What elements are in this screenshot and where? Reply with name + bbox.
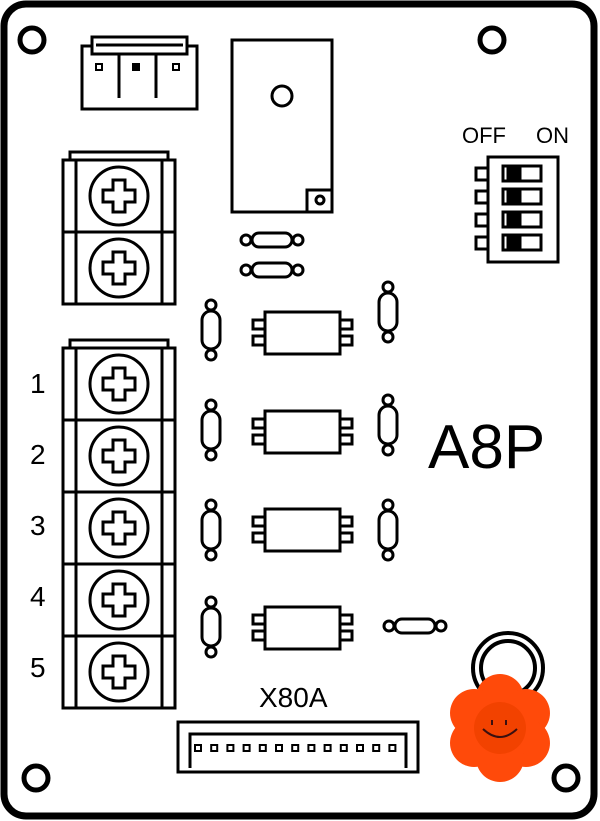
bottom-connector	[176, 720, 420, 774]
dip-off-label: OFF	[462, 123, 506, 148]
connector-pin	[275, 744, 283, 752]
resistor	[200, 398, 222, 462]
terminal-block	[61, 158, 177, 234]
relay	[230, 38, 334, 214]
terminal-number: 4	[30, 581, 46, 612]
board-label: A8P	[428, 413, 545, 482]
dip-tab	[474, 166, 490, 182]
terminal-block	[61, 634, 177, 710]
resistor	[200, 595, 222, 659]
dip-switch[interactable]	[474, 155, 560, 264]
terminal-blocks	[61, 150, 177, 710]
dip-tab	[474, 235, 490, 251]
connector-pin	[258, 744, 267, 752]
mounting-hole	[477, 25, 507, 55]
dip-switch-toggle[interactable]	[501, 187, 543, 206]
connector-pin	[242, 744, 251, 752]
flower-sticker-icon	[450, 674, 550, 782]
cross-icon	[101, 438, 137, 474]
optocoupler	[251, 409, 354, 455]
connector-pin	[291, 744, 300, 752]
resistor	[377, 393, 399, 457]
connector-pin	[323, 744, 332, 752]
resistor	[200, 298, 222, 362]
screw-icon	[88, 641, 150, 703]
resistor	[382, 617, 448, 635]
mounting-holes	[17, 25, 581, 793]
terminal-number: 1	[30, 368, 46, 399]
terminal-block	[61, 346, 177, 422]
connector-pin	[210, 744, 219, 752]
dip-switch-toggle[interactable]	[501, 233, 543, 252]
mounting-hole	[17, 25, 47, 55]
terminal-number: 2	[30, 439, 46, 470]
connector-pin	[339, 744, 348, 752]
connector-pin	[372, 744, 381, 752]
screw-icon	[88, 237, 150, 299]
mounting-hole	[21, 763, 51, 793]
cross-icon	[101, 178, 137, 214]
mounting-hole	[551, 763, 581, 793]
cross-icon	[101, 582, 137, 618]
cross-icon	[101, 654, 137, 690]
connector-pin	[356, 744, 364, 752]
dip-switch-toggle[interactable]	[501, 210, 543, 229]
cross-icon	[101, 366, 137, 402]
dip-tab	[474, 212, 490, 228]
connector-label: X80A	[259, 682, 328, 713]
dip-on-label: ON	[536, 123, 569, 148]
connector-pin	[307, 744, 316, 752]
resistor	[377, 498, 399, 562]
screw-icon	[88, 165, 150, 227]
optocoupler	[251, 605, 354, 651]
resistor	[200, 498, 222, 562]
connector-pin	[388, 744, 397, 752]
terminal-number: 5	[30, 652, 46, 683]
resistor	[239, 261, 305, 279]
dip-switch-toggle[interactable]	[501, 164, 543, 183]
screw-icon	[88, 353, 150, 415]
resistor	[377, 280, 399, 344]
screw-icon	[88, 425, 150, 487]
terminal-numbers: 1 2 3 4 5	[30, 368, 46, 683]
dip-tab	[474, 189, 490, 205]
connector-pin	[226, 744, 235, 752]
optocoupler	[251, 507, 354, 553]
connector-pin	[194, 744, 202, 752]
resistor	[239, 231, 305, 249]
cross-icon	[101, 250, 137, 286]
top-connector	[80, 35, 199, 111]
screw-icon	[88, 569, 150, 631]
terminal-number: 3	[30, 510, 46, 541]
optocoupler	[251, 310, 354, 356]
components	[200, 231, 448, 659]
cross-icon	[101, 510, 137, 546]
terminal-block	[61, 230, 177, 306]
screw-icon	[88, 497, 150, 559]
